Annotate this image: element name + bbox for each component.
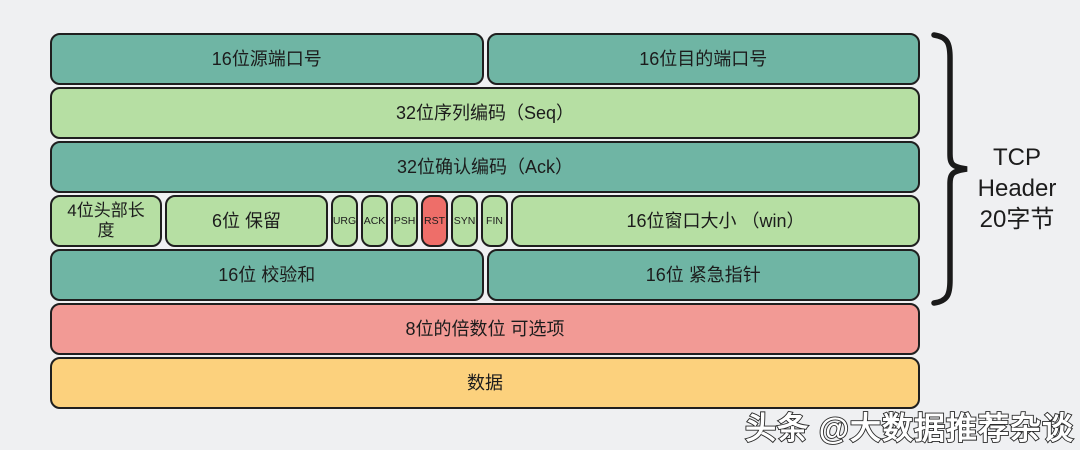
row-data: 数据 — [50, 357, 920, 409]
flag-rst: RST — [421, 195, 448, 247]
brace-label-line1: TCP — [993, 144, 1041, 171]
watermark: 头条 @大数据推荐杂谈 — [744, 410, 1074, 447]
field-data: 数据 — [50, 357, 920, 409]
field-urgent-pointer: 16位 紧急指针 — [486, 249, 920, 301]
field-reserved: 6位 保留 — [165, 195, 328, 247]
row-options: 8位的倍数位 可选项 — [50, 303, 920, 355]
curly-brace — [931, 32, 968, 306]
field-sequence-number: 32位序列编码（Seq） — [50, 87, 920, 139]
field-ack-number: 32位确认编码（Ack） — [50, 141, 920, 193]
row-ack: 32位确认编码（Ack） — [50, 141, 920, 193]
field-destination-port: 16位目的端口号 — [486, 33, 920, 85]
brace-label-line3: 20字节 — [979, 206, 1055, 233]
field-options: 8位的倍数位 可选项 — [50, 303, 920, 355]
diagram-rows: 16位源端口号 16位目的端口号 32位序列编码（Seq） 32位确认编码（Ac… — [50, 33, 920, 409]
flag-urg: URG — [331, 195, 358, 247]
flag-fin: FIN — [481, 195, 508, 247]
flag-syn: SYN — [451, 195, 478, 247]
row-checksum: 16位 校验和 16位 紧急指针 — [50, 249, 920, 301]
row-flags: 4位头部长度 6位 保留 URG ACK PSH RST SYN FIN 16位… — [50, 195, 920, 247]
brace-label-line2: Header — [977, 175, 1057, 202]
field-source-port: 16位源端口号 — [50, 33, 484, 85]
row-ports: 16位源端口号 16位目的端口号 — [50, 33, 920, 85]
brace-label: TCP Header 20字节 — [958, 142, 1076, 235]
flag-psh: PSH — [391, 195, 418, 247]
field-checksum: 16位 校验和 — [50, 249, 484, 301]
field-header-length: 4位头部长度 — [50, 195, 162, 247]
row-sequence: 32位序列编码（Seq） — [50, 87, 920, 139]
field-window-size: 16位窗口大小 （win） — [511, 195, 920, 247]
flag-ack: ACK — [361, 195, 388, 247]
